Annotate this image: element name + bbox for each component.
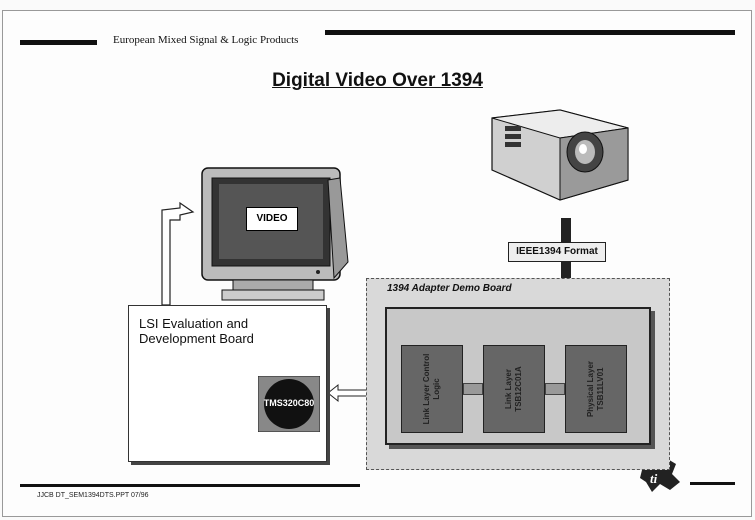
monitor-icon	[201, 167, 349, 301]
arrow-to-monitor-icon	[161, 201, 195, 306]
lsi-board-label: LSI Evaluation and Development Board	[139, 316, 254, 346]
video-camera-icon	[491, 109, 629, 201]
chip-connector	[463, 383, 483, 395]
link-layer-chip: Link Layer TSB12C01A	[483, 345, 545, 433]
chip-graphic	[258, 376, 320, 432]
monitor-screen-label: VIDEO	[246, 207, 298, 231]
footer-rule-left	[20, 484, 360, 487]
ieee1394-format-label: IEEE1394 Format	[508, 242, 606, 262]
footer-text: JJCB DT_SEM1394DTS.PPT 07/96	[37, 492, 149, 499]
tms320c80-chip: TMS320C80	[258, 376, 320, 432]
link-layer-control-chip: Link Layer Control Logic	[401, 345, 463, 433]
chip-label: Physical Layer TSB11LV01	[586, 360, 605, 418]
page-title: Digital Video Over 1394	[0, 70, 755, 92]
chip-label: TMS320C80	[263, 398, 315, 408]
svg-text:ti: ti	[650, 471, 658, 486]
chip-label: Link Layer TSB12C01A	[504, 366, 523, 412]
adapter-board-label: 1394 Adapter Demo Board	[387, 283, 512, 294]
page-title-text: Digital Video Over 1394	[272, 70, 483, 91]
footer-rule-right	[690, 482, 735, 485]
adapter-demo-board: 1394 Adapter Demo Board Link Layer Contr…	[366, 278, 670, 470]
adapter-inner-board: Link Layer Control Logic Link Layer TSB1…	[385, 307, 651, 445]
physical-layer-chip: Physical Layer TSB11LV01	[565, 345, 627, 433]
header-company: European Mixed Signal & Logic Products	[113, 34, 299, 46]
chip-label: Link Layer Control Logic	[422, 353, 441, 425]
chip-connector	[545, 383, 565, 395]
header-rule-left	[20, 40, 97, 45]
header-rule-right	[325, 30, 735, 35]
